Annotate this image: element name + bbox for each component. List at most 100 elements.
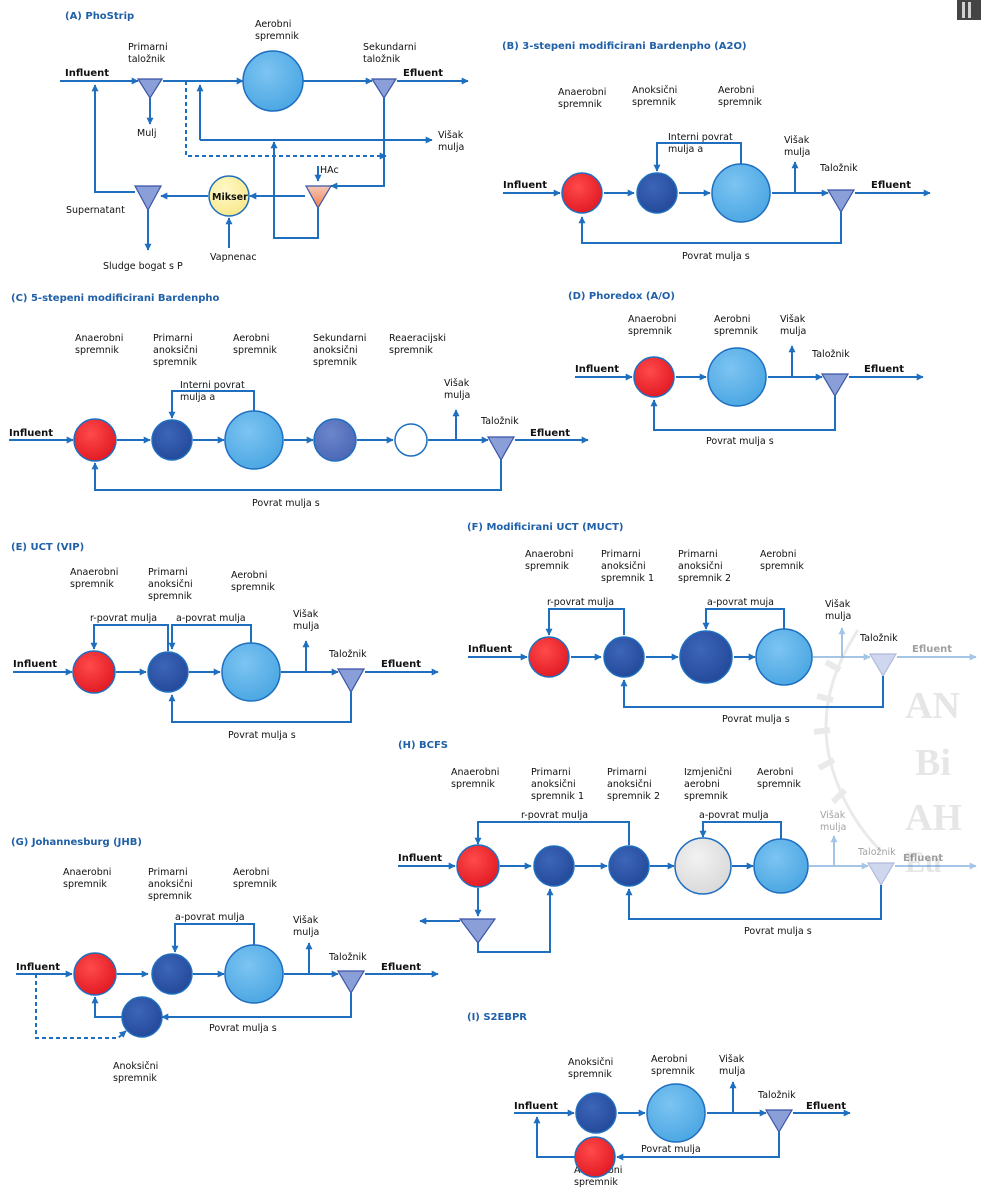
label-mulja-a: mulja a — [668, 144, 703, 155]
label-spremnik: spremnik — [255, 31, 299, 42]
label-visak: Višak — [438, 130, 464, 141]
label-mulja: mulja — [784, 147, 810, 158]
label-anaerobni: Anaerobni — [525, 549, 573, 560]
efluent-label: Efluent — [381, 659, 421, 670]
label-aerobni: Aerobni — [233, 333, 269, 344]
label-spremnik: spremnik — [558, 99, 602, 110]
label-aerobni: Aerobni — [233, 867, 269, 878]
settler — [820, 373, 850, 398]
label-supernatant: Supernatant — [66, 205, 125, 216]
faded-tail — [813, 627, 977, 678]
anoxic-tank — [636, 172, 678, 214]
label-a-povrat: a-povrat mulja — [699, 810, 769, 821]
label-sekundarni: Sekundarni — [313, 333, 366, 344]
r-recycle-arrow — [545, 608, 625, 636]
label-reaeracijski: Reaeracijski — [389, 333, 446, 344]
aerobic-tank — [221, 642, 281, 702]
label-interni: Interni povrat — [180, 380, 245, 391]
label-spremnik-1: spremnik 1 — [531, 791, 584, 802]
influent-label: Influent — [9, 428, 53, 439]
label-taloznik: Taložnik — [811, 349, 850, 360]
label-r-povrat: r-povrat mulja — [521, 810, 588, 821]
label-povrat: Povrat mulja s — [228, 730, 296, 741]
influent-label: Influent — [398, 853, 442, 864]
label-primarni: Primarni — [153, 333, 193, 344]
label-spremnik: spremnik — [70, 579, 114, 590]
label-aerobni: Aerobni — [757, 767, 793, 778]
label-primarni: Primarni — [531, 767, 571, 778]
label-spremnik-2: spremnik 2 — [678, 573, 731, 584]
label-aerobni: Aerobni — [718, 85, 754, 96]
supernatant-arrow — [91, 84, 135, 193]
anaerobic-tank — [561, 172, 603, 214]
label-spremnik: spremnik — [313, 357, 357, 368]
secondary-anoxic-tank — [313, 418, 357, 462]
svg-text:Bi: Bi — [915, 742, 951, 784]
diagram-d-title: (D) Phoredox (A/O) — [568, 291, 675, 302]
label-aerobni: Aerobni — [651, 1054, 687, 1065]
label-mikser: Mikser — [212, 192, 248, 203]
diagram-a-title: (A) PhoStrip — [65, 11, 134, 22]
label-mulja: mulja — [438, 142, 464, 153]
settler — [866, 862, 896, 887]
label-visak: Višak — [784, 135, 810, 146]
label-a-povrat: a-povrat mulja — [175, 912, 245, 923]
diagram-i-title: (I) S2EBPR — [467, 1012, 527, 1023]
sludge-return-arrow — [168, 692, 352, 723]
label-primarni: Primarni — [607, 767, 647, 778]
a-recycle-arrow — [168, 624, 252, 650]
efluent-label: Efluent — [381, 962, 421, 973]
sludge-return-arrow — [625, 885, 882, 920]
diagram-f-title: (F) Modificirani UCT (MUCT) — [467, 522, 623, 533]
anaerobic-tank — [73, 952, 117, 996]
label-anoksicni: anoksični — [313, 345, 358, 356]
diagram-a-phostrip: (A) PhoStrip Primarni taložnik Aerobni s… — [60, 11, 469, 272]
bypass-dashed-arrow — [35, 974, 127, 1039]
label-taloznik: Taložnik — [859, 633, 898, 644]
label-spremnik: spremnik — [568, 1069, 612, 1080]
sludge-return-arrow — [91, 460, 502, 491]
influent-label: Influent — [503, 180, 547, 191]
label-spremnik-1: spremnik 1 — [601, 573, 654, 584]
label-povrat: Povrat mulja s — [252, 498, 320, 509]
label-spremnik: spremnik — [233, 879, 277, 890]
efluent-label: Efluent — [871, 180, 911, 191]
sludge-return-arrow — [616, 1132, 780, 1161]
label-spremnik: spremnik — [651, 1066, 695, 1077]
corner-panel-icon[interactable] — [957, 0, 981, 20]
label-aerobni: Aerobni — [255, 19, 291, 30]
return-to-influent-arrow — [533, 1116, 575, 1158]
diagram-c-title: (C) 5-stepeni modificirani Bardenpho — [11, 293, 220, 304]
label-spremnik: spremnik — [75, 345, 119, 356]
label-spremnik: spremnik — [714, 326, 758, 337]
r-recycle-arrow — [474, 821, 630, 845]
label-povrat: Povrat mulja s — [744, 926, 812, 937]
diagram-h-bcfs: (H) BCFS Anaerobni spremnik Primarni ano… — [398, 740, 977, 953]
label-taloznik: Taložnik — [328, 952, 367, 963]
return-to-anaerobic-arrow — [91, 996, 122, 1018]
label-primarni: Primarni — [128, 42, 168, 53]
secondary-settler — [370, 78, 398, 100]
anoxic-return-tank — [121, 996, 163, 1038]
sludge-return-arrow — [161, 993, 352, 1021]
diagram-d-phoredox: (D) Phoredox (A/O) Anaerobni spremnik Ae… — [568, 291, 924, 447]
label-spremnik: spremnik — [525, 561, 569, 572]
bypass-dashed-arrow — [185, 81, 387, 160]
label-povrat: Povrat mulja s — [706, 436, 774, 447]
efluent-label: Efluent — [530, 428, 570, 439]
efluent-label: Efluent — [903, 853, 943, 864]
efluent-label: Efluent — [864, 364, 904, 375]
label-anoksicni: anoksični — [601, 561, 646, 572]
label-mulja: mulja — [719, 1066, 745, 1077]
anoxic-tank — [575, 1092, 617, 1134]
diagram-f-muct: (F) Modificirani UCT (MUCT) Anaerobni sp… — [467, 522, 977, 725]
label-anaerobni: Anaerobni — [451, 767, 499, 778]
label-anoksicni: anoksični — [153, 345, 198, 356]
label-spremnik: spremnik — [632, 97, 676, 108]
anoxic-tank-1 — [603, 636, 645, 678]
label-spremnik: spremnik — [148, 891, 192, 902]
anaerobic-tank — [72, 650, 116, 694]
label-primarni: Primarni — [601, 549, 641, 560]
label-povrat: Povrat mulja — [641, 1144, 701, 1155]
